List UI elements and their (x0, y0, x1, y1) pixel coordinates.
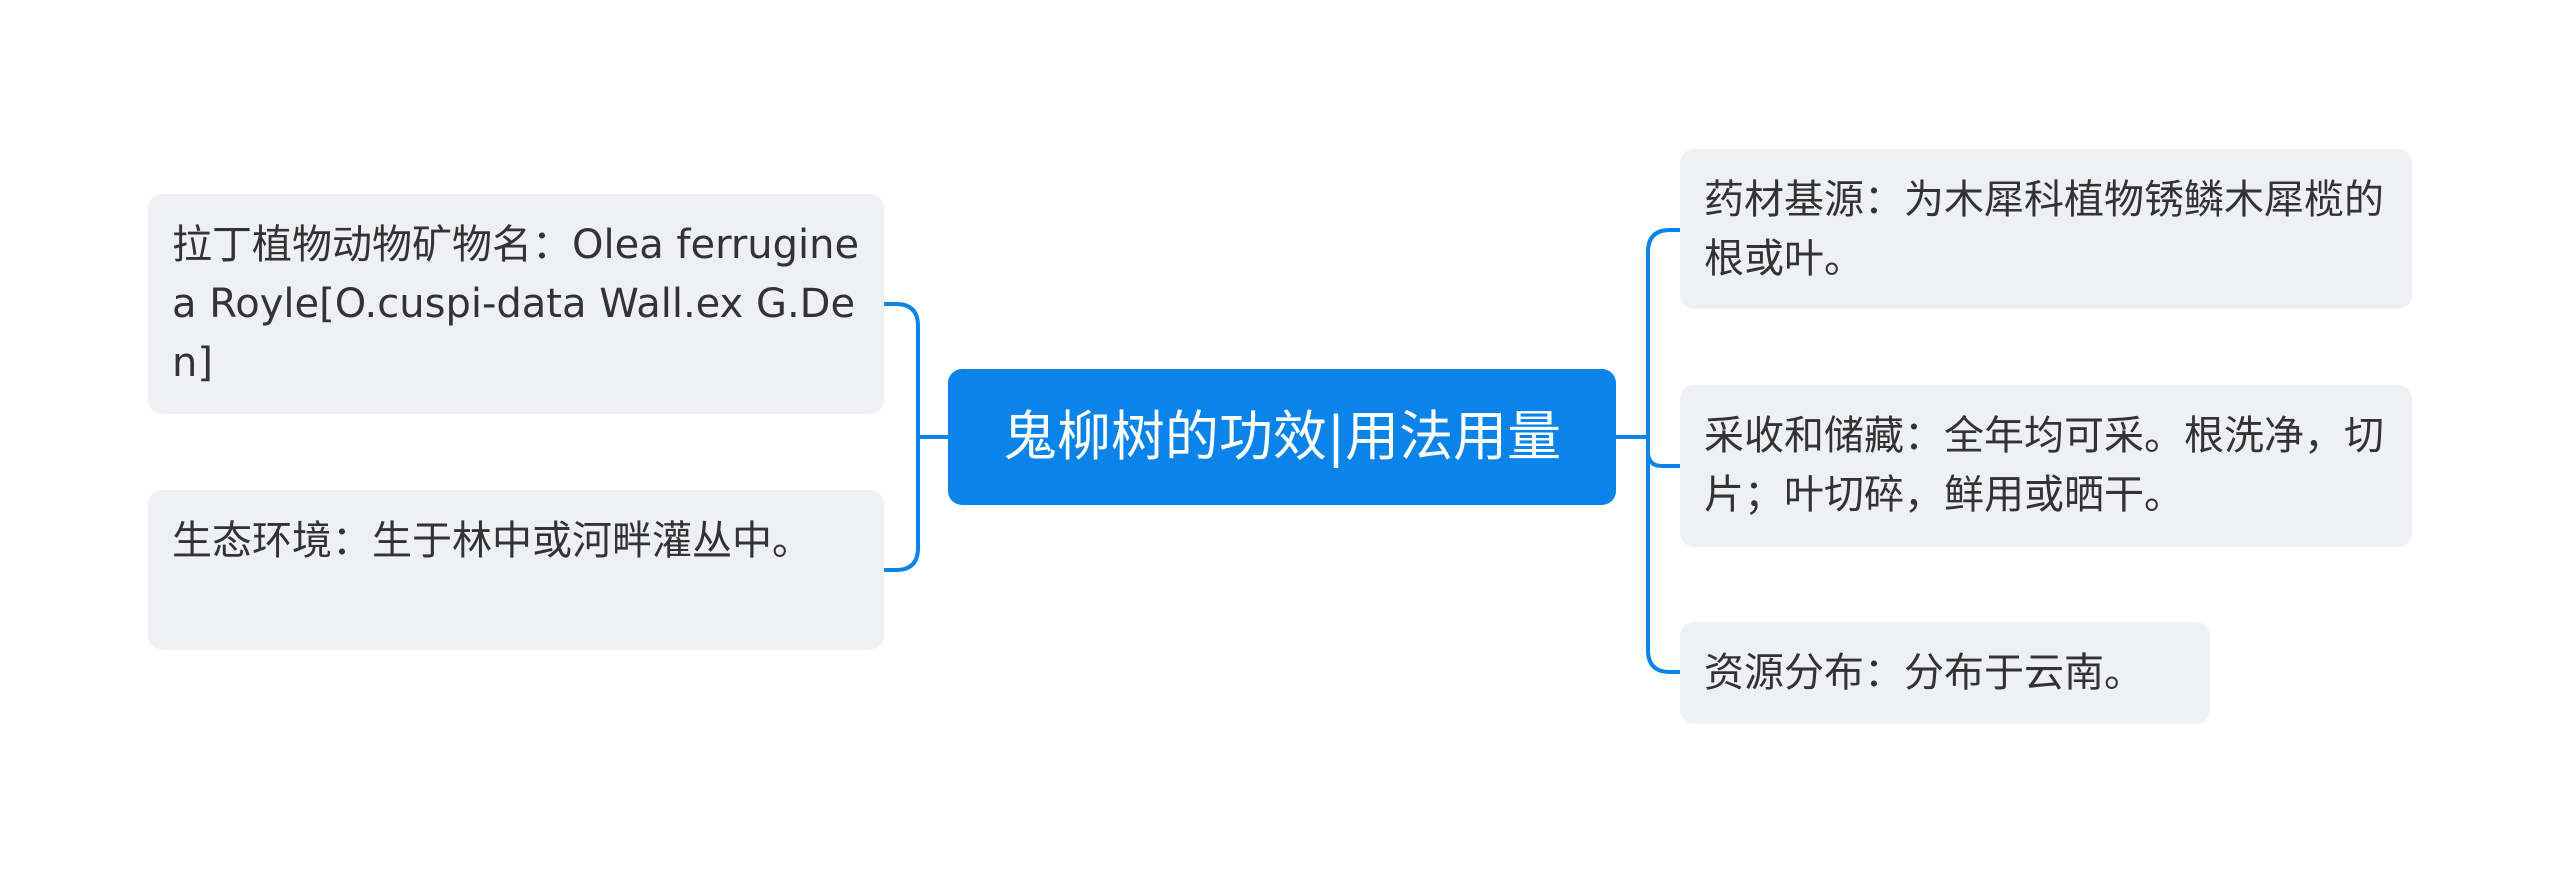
topic-harvest-storage[interactable]: 采收和储藏：全年均可采。根洗净，切片；叶切碎，鲜用或晒干。 (1680, 385, 2412, 547)
root-topic[interactable]: 鬼柳树的功效|用法用量 (948, 369, 1616, 505)
connector-right-1 (1646, 228, 1682, 439)
connector-left-1 (882, 302, 920, 439)
topic-habitat[interactable]: 生态环境：生于林中或河畔灌丛中。 (148, 490, 884, 650)
topic-source[interactable]: 药材基源：为木犀科植物锈鳞木犀榄的根或叶。 (1680, 149, 2412, 309)
topic-distribution[interactable]: 资源分布：分布于云南。 (1680, 622, 2210, 724)
connector-right-2 (1646, 435, 1682, 468)
topic-latin-name[interactable]: 拉丁植物动物矿物名：Olea ferruginea Royle[O.cuspi-… (148, 194, 884, 414)
connector-left-2 (882, 435, 920, 572)
connector-right-3 (1646, 435, 1682, 674)
